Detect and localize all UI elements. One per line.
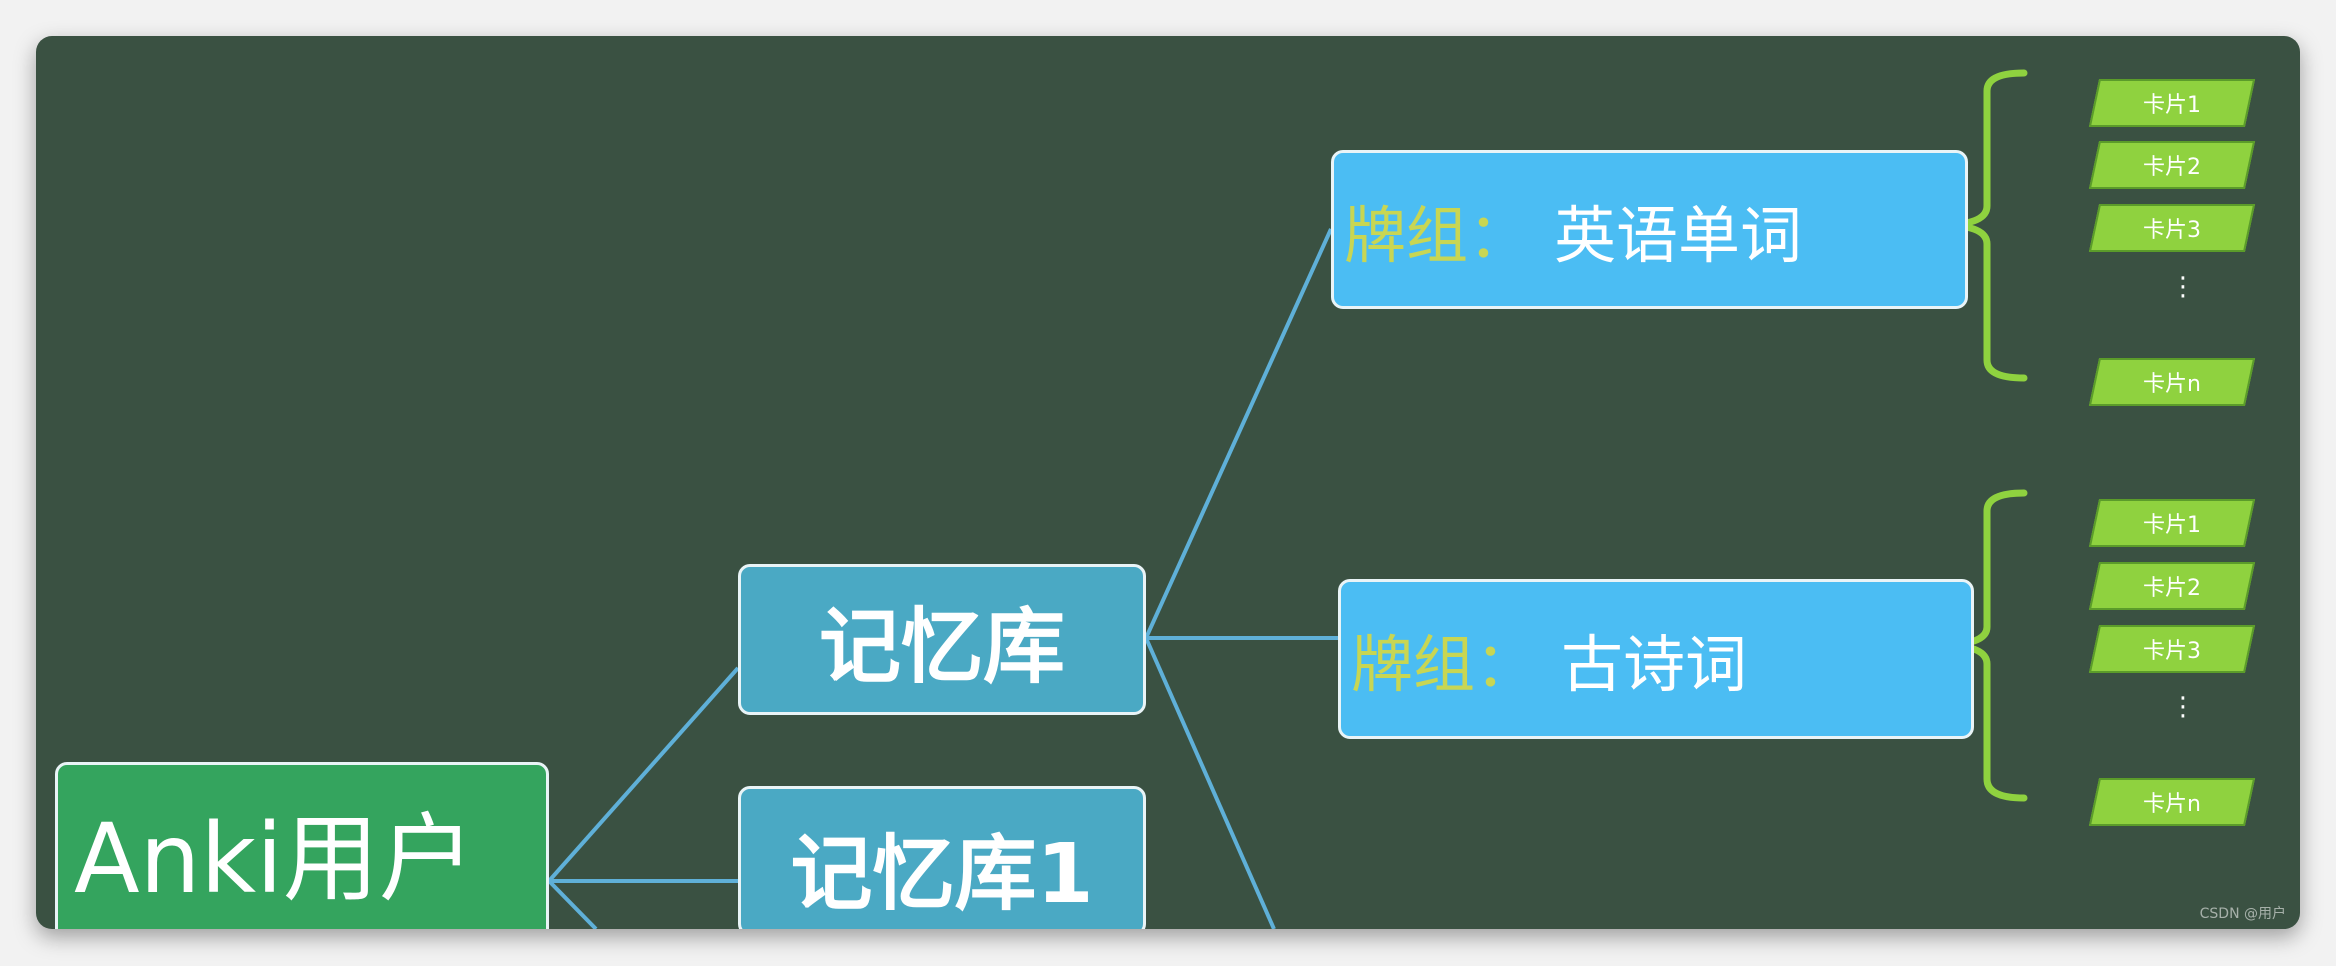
library-label-1: 记忆库1	[790, 827, 1094, 922]
deck-name: 古诗词	[1561, 628, 1748, 701]
connector-library-deck1	[1144, 228, 1333, 639]
library-label: 记忆库	[818, 600, 1065, 695]
card-item: 卡片1	[2088, 79, 2256, 127]
card-item: 卡片3	[2088, 204, 2256, 252]
root-node-anki-user: Anki用户	[55, 762, 549, 929]
card-label: 卡片1	[2143, 93, 2201, 118]
watermark: CSDN @用户	[2199, 906, 2286, 922]
card-label: 卡片1	[2143, 513, 2201, 538]
card-label: 卡片n	[2143, 792, 2201, 817]
card-item: 卡片2	[2088, 562, 2256, 610]
card-ellipsis: ⋮	[2170, 272, 2196, 302]
card-label: 卡片3	[2143, 218, 2201, 243]
library-node: 记忆库	[738, 564, 1146, 715]
deck-prefix: 牌组：	[1351, 628, 1538, 701]
card-label: 卡片2	[2143, 155, 2201, 180]
deck-name: 英语单词	[1554, 198, 1803, 272]
deck-node-english-words: 牌组： 英语单词	[1331, 150, 1968, 309]
root-label: Anki用户	[74, 803, 475, 915]
deck-prefix: 牌组：	[1344, 198, 1531, 272]
connector-root-offscreen	[547, 879, 598, 929]
card-item: 卡片1	[2088, 499, 2256, 547]
card-label: 卡片2	[2143, 576, 2201, 601]
connector-root-library	[547, 666, 740, 883]
diagram-canvas: Anki用户 记忆库 记忆库1 牌组： 英语单词 牌组： 古诗词 卡片1 卡片2…	[36, 36, 2300, 929]
card-item: 卡片2	[2088, 141, 2256, 189]
deck-node-ancient-poems: 牌组： 古诗词	[1338, 579, 1974, 739]
card-label: 卡片n	[2143, 372, 2201, 397]
card-item: 卡片n	[2088, 778, 2256, 826]
library-node-1: 记忆库1	[738, 786, 1146, 929]
connector-library-offscreen	[1144, 637, 1276, 929]
card-ellipsis: ⋮	[2170, 692, 2196, 722]
card-item: 卡片n	[2088, 358, 2256, 406]
card-label: 卡片3	[2143, 639, 2201, 664]
card-item: 卡片3	[2088, 625, 2256, 673]
